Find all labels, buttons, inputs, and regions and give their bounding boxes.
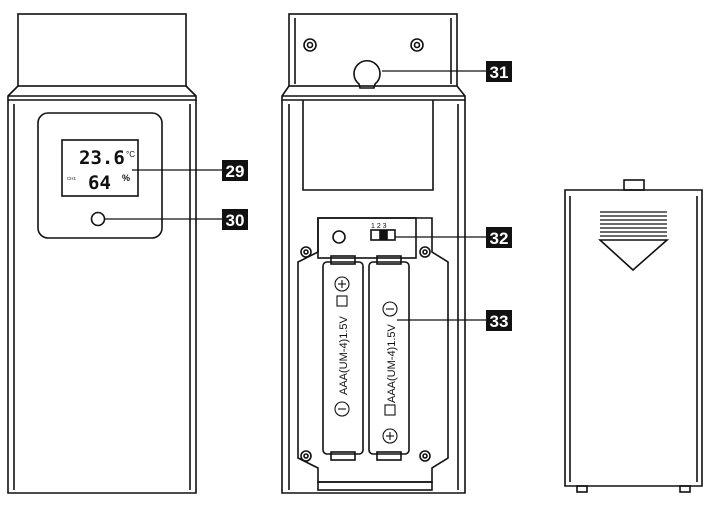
wall-mount-keyhole — [353, 59, 381, 89]
vent-slots — [600, 211, 667, 237]
channel-switch[interactable] — [370, 229, 396, 241]
svg-text:32: 32 — [490, 229, 509, 248]
back-body — [281, 100, 466, 494]
callout-29: 29 — [222, 160, 248, 181]
front-top-cap — [17, 13, 187, 87]
lcd-channel-tag: CH1 — [67, 176, 76, 181]
minus-icon — [334, 401, 350, 417]
battery-right-markings — [382, 301, 398, 444]
battery-cover — [564, 179, 703, 493]
svg-text:29: 29 — [226, 162, 245, 181]
battery-right — [368, 261, 410, 455]
front-view — [7, 13, 197, 494]
battery-left-label: AAA(UM-4)1.5V — [338, 315, 350, 395]
battery-left-markings — [334, 276, 350, 417]
slide-arrow-icon — [597, 239, 670, 272]
svg-text:31: 31 — [490, 63, 509, 82]
front-body — [7, 100, 197, 494]
lcd-readout: 23.6 °C CH1 64 % — [67, 147, 135, 194]
lcd-humidity-unit: % — [122, 173, 130, 183]
battery-right-label: AAA(UM-4)1.5V — [386, 323, 398, 403]
lcd-humidity: 64 — [88, 172, 111, 194]
reset-hole — [332, 230, 346, 244]
led-indicator — [90, 211, 106, 227]
callout-33: 33 — [486, 310, 512, 331]
lcd-window — [61, 139, 139, 197]
callout-31: 31 — [486, 61, 512, 82]
back-view — [281, 13, 466, 494]
callout-32: 32 — [486, 227, 512, 248]
display-frame — [37, 112, 163, 239]
svg-text:33: 33 — [490, 312, 509, 331]
switch-positions: 1 2 3 — [371, 223, 387, 230]
front-shoulder — [7, 85, 197, 101]
back-top-cap — [288, 13, 458, 87]
lcd-temp-unit: °C — [126, 150, 135, 159]
callout-30: 30 — [222, 209, 248, 230]
plus-icon — [382, 428, 398, 444]
cover-body — [564, 189, 703, 487]
lcd-temperature: 23.6 — [79, 147, 125, 169]
svg-text:30: 30 — [226, 211, 245, 230]
minus-icon — [382, 301, 398, 317]
plus-icon — [334, 276, 350, 292]
battery-left — [322, 261, 364, 455]
